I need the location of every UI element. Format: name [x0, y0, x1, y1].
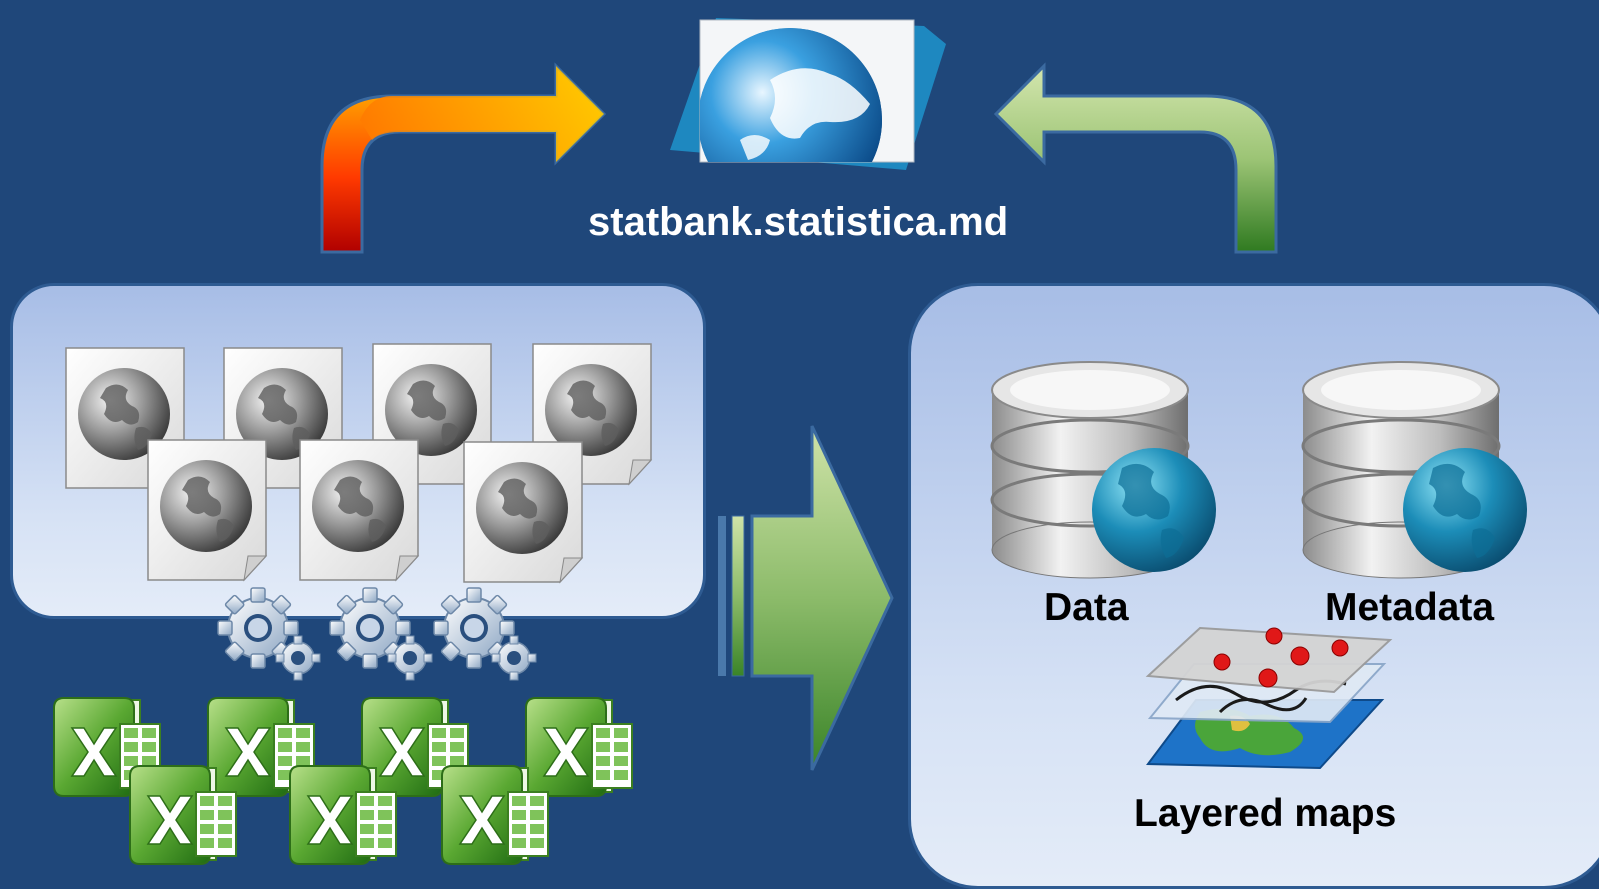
- excel-file-icon: [525, 697, 633, 797]
- data-database-icon: [990, 360, 1218, 580]
- publish-arrow-icon: [993, 62, 1278, 254]
- layered-maps-label: Layered maps: [1134, 792, 1397, 835]
- globe-document-icon: [463, 441, 583, 583]
- flow-arrow-icon: [718, 425, 894, 771]
- gear-icon: [433, 587, 537, 681]
- layered-map-icon: [1145, 626, 1393, 770]
- gear-icon: [329, 587, 433, 681]
- excel-files-group: [53, 697, 633, 865]
- globe-document-icon: [147, 439, 267, 581]
- metadata-database-icon: [1301, 360, 1529, 580]
- gear-icon: [217, 587, 321, 681]
- upload-arrow-icon: [320, 62, 607, 254]
- metadata-label: Metadata: [1325, 586, 1495, 629]
- processing-gears: [217, 587, 537, 681]
- globe-document-icon: [299, 439, 419, 581]
- data-label: Data: [1044, 586, 1129, 629]
- globe-documents-group: [65, 343, 652, 583]
- site-address-label: statbank.statistica.md: [588, 200, 1009, 244]
- web-globe-page-icon: [670, 18, 946, 170]
